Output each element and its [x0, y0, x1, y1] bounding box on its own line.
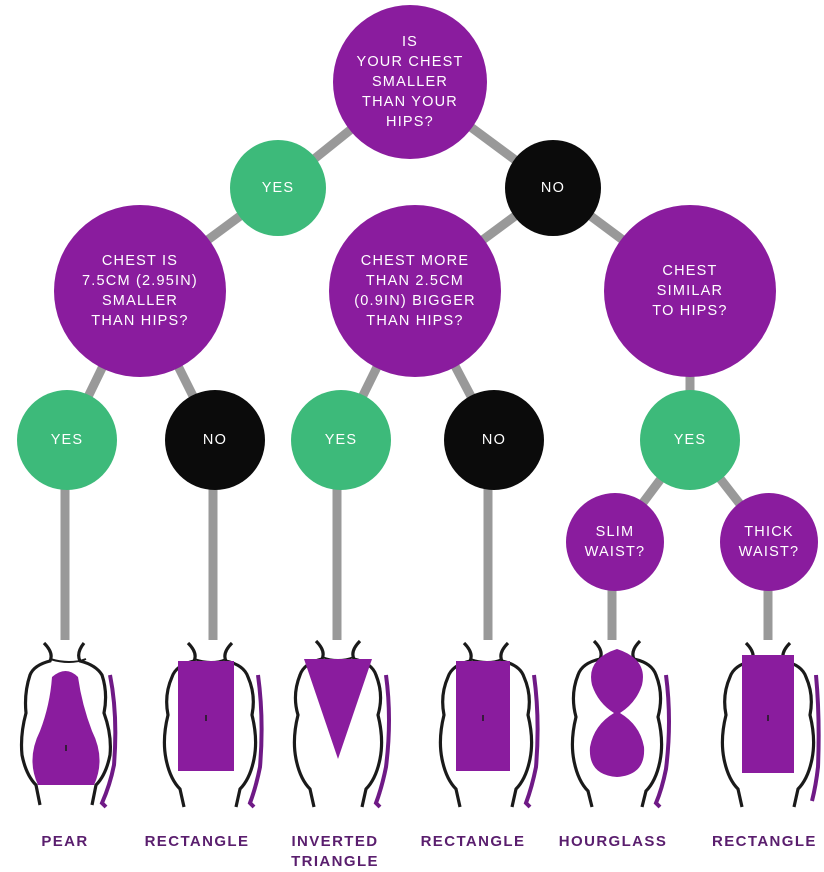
- inverted-triangle-body-shape-icon: [292, 639, 391, 809]
- answer-bigger-no: NO: [444, 390, 544, 490]
- result-label-rectangle: RECTANGLE: [420, 833, 526, 850]
- question-root: IS YOUR CHEST SMALLER THAN YOUR HIPS?: [333, 5, 487, 159]
- hourglass-body-shape-icon: [570, 639, 671, 809]
- result-label-hourglass: HOURGLASS: [558, 833, 668, 850]
- question-thick-waist: THICK WAIST?: [720, 493, 818, 591]
- question-slim-waist: SLIM WAIST?: [566, 493, 664, 591]
- answer-root-yes: YES: [230, 140, 326, 236]
- answer-root-no: NO: [505, 140, 601, 236]
- result-label-rectangle: RECTANGLE: [712, 833, 817, 850]
- question-chest-similar: CHEST SIMILAR TO HIPS?: [604, 205, 776, 377]
- rectangle-body-shape-icon: [438, 641, 540, 809]
- answer-smaller-yes: YES: [17, 390, 117, 490]
- rectangle-body-shape-icon: [162, 641, 264, 809]
- question-chest-smaller: CHEST IS 7.5CM (2.95IN) SMALLER THAN HIP…: [54, 205, 226, 377]
- result-label-rectangle: RECTANGLE: [144, 833, 250, 850]
- result-label-pear: PEAR: [41, 833, 89, 850]
- result-label-inverted-triangle: INVERTED TRIANGLE: [291, 833, 379, 870]
- question-chest-bigger: CHEST MORE THAN 2.5CM (0.9IN) BIGGER THA…: [329, 205, 501, 377]
- rectangle-body-shape-icon: [720, 641, 821, 808]
- pear-body-shape-icon: [19, 641, 118, 809]
- answer-bigger-yes: YES: [291, 390, 391, 490]
- answer-similar-yes: YES: [640, 390, 740, 490]
- answer-smaller-no: NO: [165, 390, 265, 490]
